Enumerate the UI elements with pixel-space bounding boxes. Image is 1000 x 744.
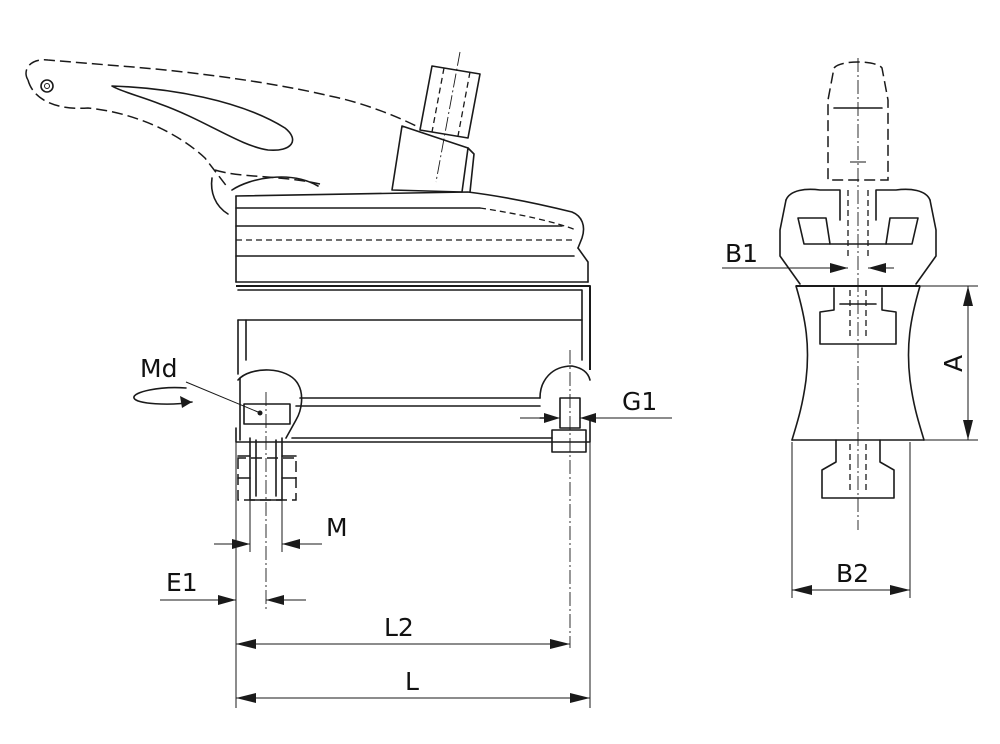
label-g1: G1 <box>622 387 657 416</box>
cam-block <box>391 125 475 193</box>
label-b2: B2 <box>836 559 869 588</box>
left-screw <box>237 369 303 610</box>
label-m: M <box>326 513 348 542</box>
front-lever <box>827 58 889 530</box>
label-b1: B1 <box>725 239 758 268</box>
front-body <box>791 285 925 441</box>
dim-l <box>236 693 590 703</box>
dim-b1 <box>722 263 894 273</box>
dim-e1 <box>160 595 306 605</box>
dim-l2 <box>236 639 570 649</box>
torque-symbol <box>133 381 263 416</box>
dim-a <box>920 285 978 441</box>
label-l2: L2 <box>384 613 414 642</box>
front-t-key <box>821 439 895 499</box>
right-screw <box>539 350 591 648</box>
label-md: Md <box>140 354 177 383</box>
label-a: A <box>939 355 968 372</box>
front-view <box>722 58 978 598</box>
upper-jaw <box>235 191 589 283</box>
dim-g1 <box>520 413 672 423</box>
front-upper-jaw <box>779 188 937 285</box>
dim-m <box>214 500 322 552</box>
dim-b2 <box>791 442 911 598</box>
label-l: L <box>405 667 419 696</box>
lever-pin <box>419 51 481 183</box>
label-e1: E1 <box>166 568 198 597</box>
lever-handle <box>25 59 421 215</box>
base-body <box>235 285 591 443</box>
side-view <box>25 51 672 708</box>
